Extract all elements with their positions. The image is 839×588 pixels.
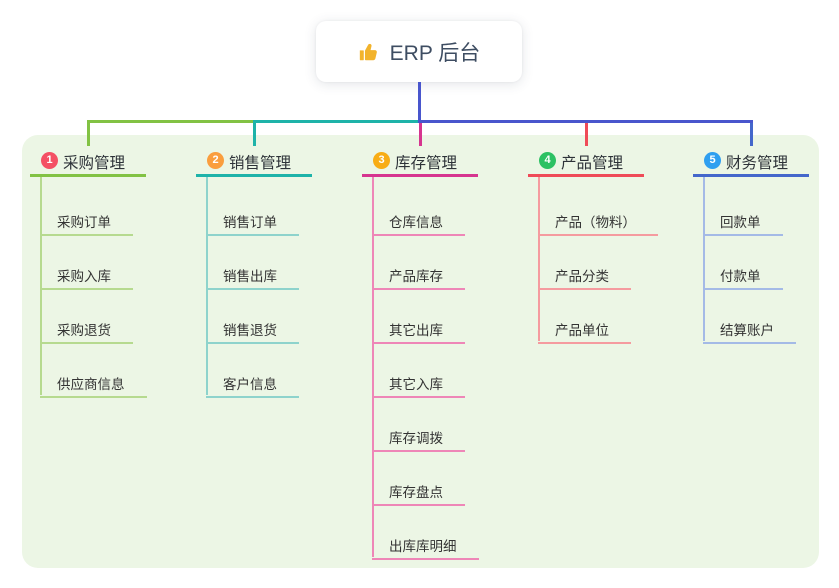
child-node[interactable]: 销售出库 bbox=[206, 261, 299, 290]
branch-underline bbox=[196, 174, 312, 177]
connector-bus-mid-segment bbox=[253, 120, 418, 123]
root-node[interactable]: ERP 后台 bbox=[316, 21, 522, 82]
child-node[interactable]: 供应商信息 bbox=[40, 369, 147, 398]
branch-underline bbox=[693, 174, 809, 177]
child-node[interactable]: 付款单 bbox=[703, 261, 783, 290]
child-connector-line bbox=[206, 177, 208, 395]
branch-badge: 1 bbox=[41, 152, 58, 169]
branch-title[interactable]: 财务管理 bbox=[726, 155, 789, 172]
child-node[interactable]: 产品单位 bbox=[538, 315, 631, 344]
child-connector-line bbox=[538, 177, 540, 341]
connector-drop-1 bbox=[86, 120, 90, 146]
branch-badge: 2 bbox=[207, 152, 224, 169]
child-node[interactable]: 采购订单 bbox=[40, 207, 133, 236]
branch-title[interactable]: 采购管理 bbox=[63, 155, 126, 172]
branch-badge: 3 bbox=[373, 152, 390, 169]
branch-badge: 4 bbox=[539, 152, 556, 169]
child-node[interactable]: 库存盘点 bbox=[372, 477, 465, 506]
child-node[interactable]: 其它出库 bbox=[372, 315, 465, 344]
branch-badge: 5 bbox=[704, 152, 721, 169]
connector-drop-3 bbox=[418, 120, 422, 146]
child-connector-line bbox=[703, 177, 705, 341]
branch-title[interactable]: 产品管理 bbox=[561, 155, 624, 172]
branch-title[interactable]: 销售管理 bbox=[229, 155, 292, 172]
child-connector-line bbox=[40, 177, 42, 395]
child-node[interactable]: 出库库明细 bbox=[372, 531, 479, 560]
child-node[interactable]: 销售退货 bbox=[206, 315, 299, 344]
thumbs-up-icon bbox=[359, 43, 377, 60]
child-node[interactable]: 库存调拨 bbox=[372, 423, 465, 452]
connector-drop-2 bbox=[252, 120, 256, 146]
branch-underline bbox=[362, 174, 478, 177]
child-node[interactable]: 其它入库 bbox=[372, 369, 465, 398]
child-node[interactable]: 结算账户 bbox=[703, 315, 796, 344]
root-node-label: ERP 后台 bbox=[389, 41, 481, 65]
child-node[interactable]: 客户信息 bbox=[206, 369, 299, 398]
child-node[interactable]: 产品分类 bbox=[538, 261, 631, 290]
branch-underline bbox=[528, 174, 644, 177]
child-node[interactable]: 采购入库 bbox=[40, 261, 133, 290]
branches-background-panel bbox=[22, 135, 819, 568]
connector-trunk bbox=[417, 82, 421, 121]
child-node[interactable]: 仓库信息 bbox=[372, 207, 465, 236]
connector-bus-right-segment bbox=[417, 120, 753, 123]
connector-drop-4 bbox=[584, 120, 588, 146]
branch-title[interactable]: 库存管理 bbox=[395, 155, 458, 172]
child-node[interactable]: 产品（物料） bbox=[538, 207, 658, 236]
branch-underline bbox=[30, 174, 146, 177]
child-node[interactable]: 回款单 bbox=[703, 207, 783, 236]
connector-bus-left-segment bbox=[86, 120, 254, 123]
child-connector-line bbox=[372, 177, 374, 557]
child-node[interactable]: 销售订单 bbox=[206, 207, 299, 236]
child-node[interactable]: 产品库存 bbox=[372, 261, 465, 290]
child-node[interactable]: 采购退货 bbox=[40, 315, 133, 344]
connector-drop-5 bbox=[749, 120, 753, 146]
